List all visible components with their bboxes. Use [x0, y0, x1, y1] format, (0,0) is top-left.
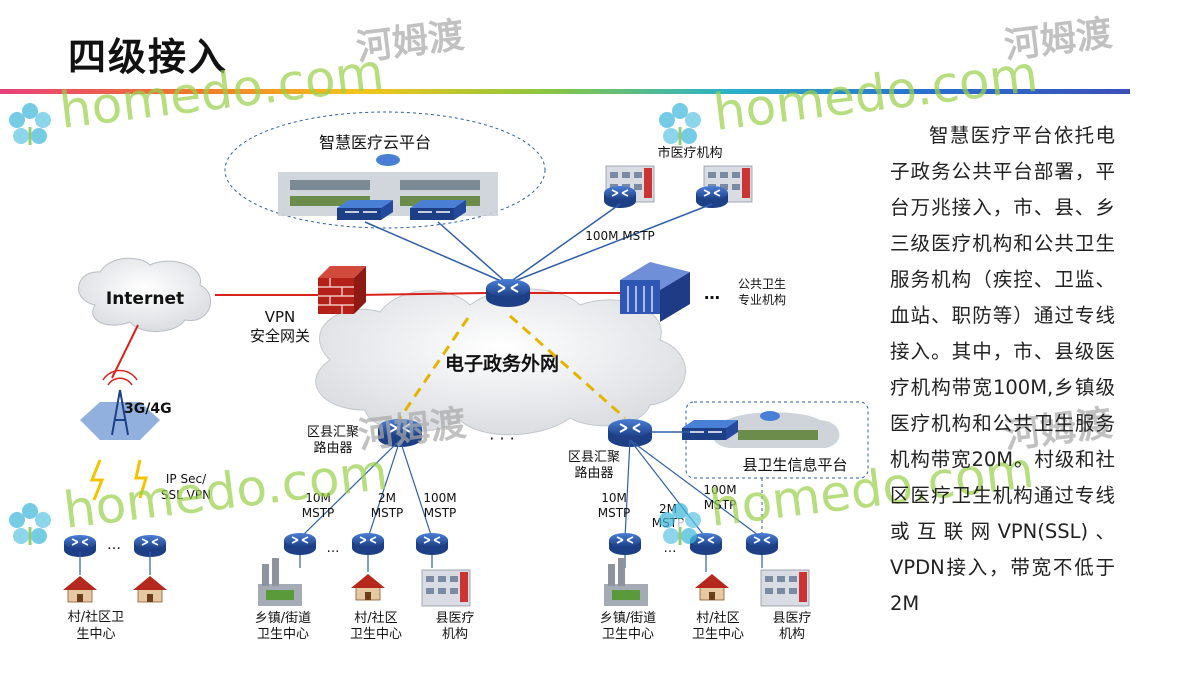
community-house-icon: [694, 573, 730, 601]
vpn-link-label-line1: IP Sec/: [166, 472, 207, 486]
description-text: 智慧医疗平台依托电子政务公共平台部署，平台万兆接入，市、县、乡三级医疗机构和公共…: [890, 124, 1115, 615]
city-hospital-label: 市医疗机构: [657, 145, 722, 161]
right-site-label: 乡镇/街道: [600, 611, 656, 626]
egov-network-label: 电子政务外网: [445, 352, 559, 375]
right-site-label: 村/社区: [696, 610, 739, 626]
left-dots: …: [327, 541, 340, 556]
right-link-label: MSTP: [598, 506, 631, 520]
left-site-label: 乡镇/街道: [255, 611, 311, 626]
district-router-right-label-line1: 区县汇聚: [568, 450, 620, 465]
village-dots: …: [107, 537, 121, 553]
left-link-label: MSTP: [424, 506, 457, 520]
cell-tower-icon: [80, 369, 160, 440]
right-link-label: MSTP: [704, 498, 737, 512]
district-router-right-label-line2: 路由器: [574, 465, 613, 481]
right-link-label: 10M: [601, 491, 627, 505]
township-router-icon: [608, 532, 642, 556]
internet-cloud: [78, 257, 212, 332]
village-links: [79, 552, 151, 575]
county-hospital-icon: [421, 569, 471, 607]
public-health-label-line2: 专业机构: [738, 292, 786, 307]
left-site-label: 卫生中心: [257, 627, 309, 642]
watermark-flower-icon: [7, 101, 53, 147]
page-title: 四级接入: [68, 35, 229, 79]
left-link-label: 100M: [423, 491, 456, 505]
dashed-links: [398, 314, 626, 420]
core-router-icon: [485, 278, 531, 308]
county-platform-label: 县卫生信息平台: [742, 456, 847, 474]
community-house-icon: [350, 573, 386, 601]
vpn-gateway-label-line2: 安全网关: [250, 327, 310, 345]
public-health-label-line1: 公共卫生: [738, 277, 786, 291]
right-site-label: 卫生中心: [692, 627, 744, 642]
right-link-label: 100M: [703, 483, 736, 497]
vpn-gateway-label-line1: VPN: [265, 308, 296, 326]
left-branch-links: [299, 439, 433, 572]
left-link-label: 10M: [305, 491, 331, 505]
township-router-icon: [283, 532, 317, 556]
left-link-label: MSTP: [371, 506, 404, 520]
wireless-signal-icon: [89, 459, 149, 501]
township-center-icon: [604, 558, 648, 606]
cloud-platform-label: 智慧医疗云平台: [319, 133, 431, 152]
right-site-label: 县医疗: [772, 611, 811, 626]
left-link-label: 2M: [378, 491, 396, 505]
wireless-label: 3G/4G: [124, 401, 172, 417]
watermark-chinese: 河姆渡: [354, 15, 466, 69]
county-hospital-router-icon: [415, 532, 449, 556]
watermark-flower-icon: [657, 101, 703, 147]
left-link-label: MSTP: [302, 506, 335, 520]
left-site-label: 卫生中心: [350, 627, 402, 642]
county-hospital-icon: [760, 569, 810, 607]
firewall-icon: [318, 266, 366, 314]
public-health-dots: …: [704, 284, 720, 303]
county-switch-icon: [681, 419, 739, 441]
village-label-line2: 生中心: [76, 627, 115, 642]
lan-links: [364, 203, 713, 285]
watermark-text: homedo.com: [56, 43, 387, 140]
left-site-label: 村/社区: [354, 610, 397, 626]
watermark-chinese: 河姆渡: [1002, 13, 1114, 67]
watermark-flower-icon: [7, 501, 53, 547]
district-router-left-label-line2: 路由器: [313, 440, 352, 456]
vpn-link-label-line2: SSL VPN: [161, 488, 211, 502]
right-dots: …: [664, 541, 677, 556]
wan-links: [111, 292, 620, 379]
left-site-label: 机构: [442, 627, 468, 642]
left-site-label: 县医疗: [435, 611, 474, 626]
village-label-line1: 村/社区卫: [68, 609, 124, 625]
cloud-platform-boundary: [224, 111, 546, 229]
public-health-building-icon: [620, 262, 690, 322]
county-hospital-router-icon: [745, 532, 779, 556]
internet-label: Internet: [106, 289, 184, 309]
core-switch-left-icon: [336, 199, 394, 221]
middle-dots: · · ·: [489, 429, 514, 448]
watermark-text: homedo.com: [60, 443, 391, 540]
village-house-icon: [62, 575, 98, 603]
village-house-icon: [132, 575, 168, 603]
community-router-icon: [351, 532, 385, 556]
township-center-icon: [258, 558, 302, 606]
right-site-label: 卫生中心: [602, 627, 654, 642]
right-site-label: 机构: [779, 627, 805, 642]
core-switch-right-icon: [409, 199, 467, 221]
county-platform-server-icon: [712, 411, 840, 448]
district-router-left-label-line1: 区县汇聚: [307, 425, 359, 440]
core-link-label: 100M MSTP: [585, 229, 655, 243]
rainbow-divider: [0, 89, 1130, 94]
